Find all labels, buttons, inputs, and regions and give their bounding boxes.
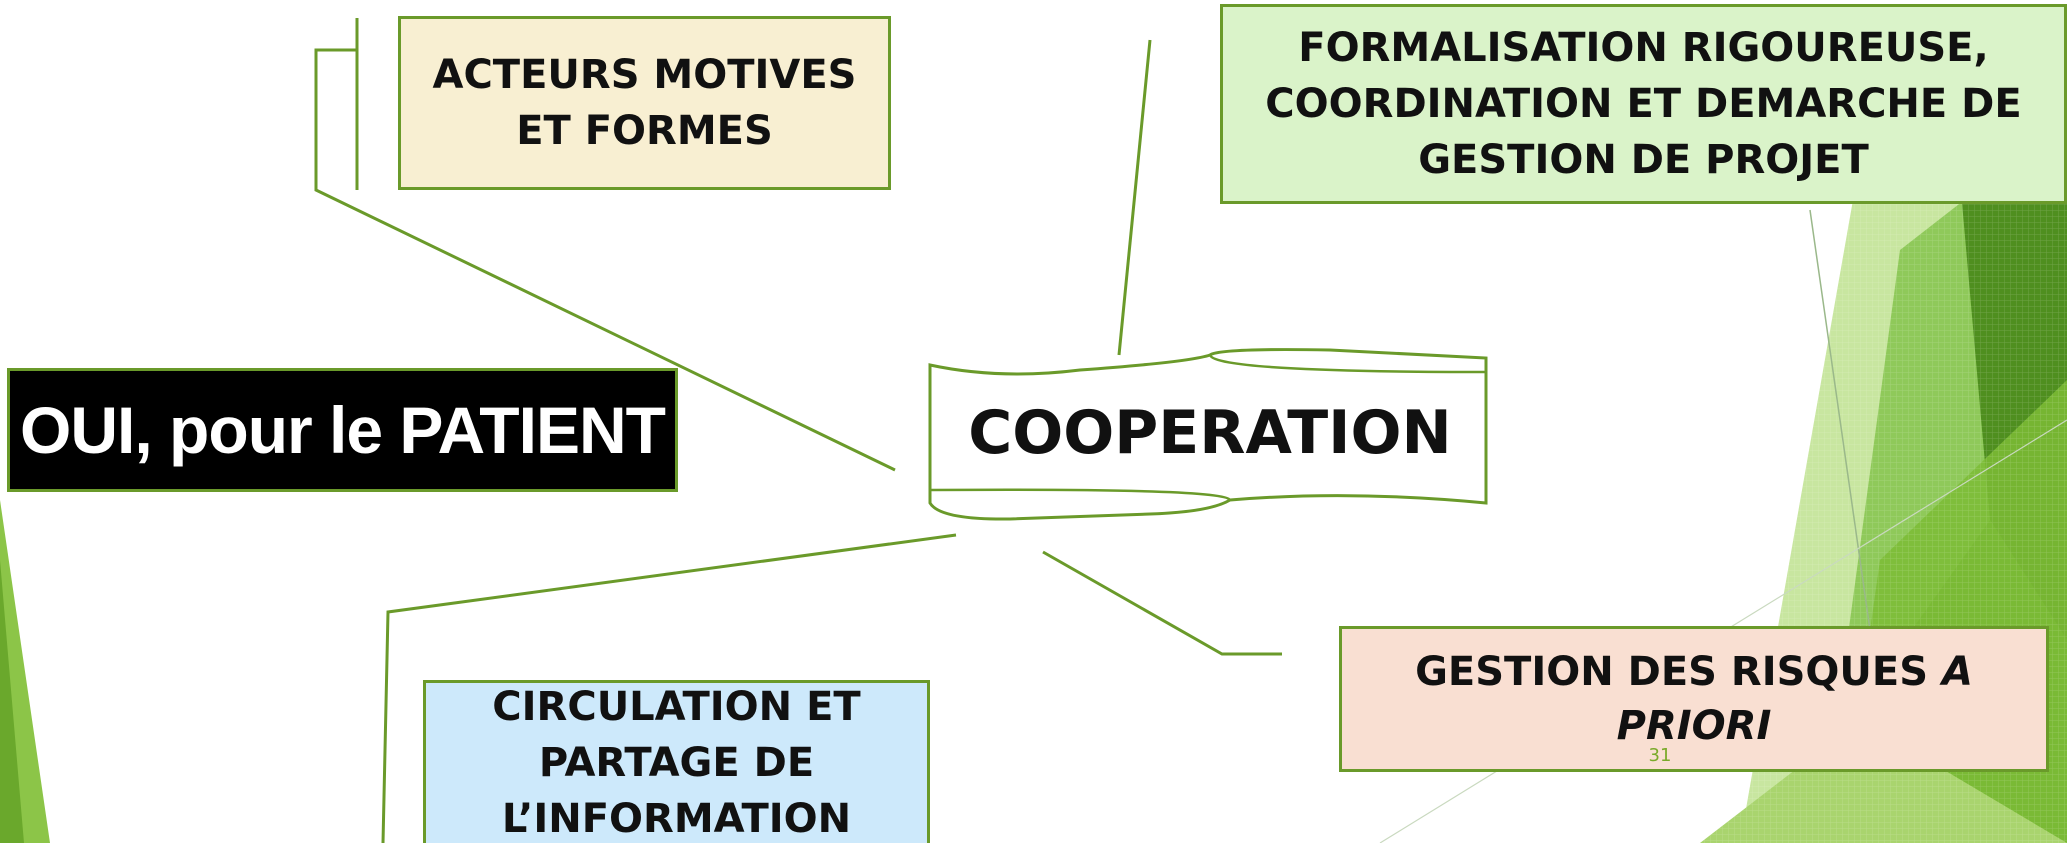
center-label: COOPERATION: [968, 398, 1452, 468]
branch-circulation-line2: PARTAGE DE: [538, 740, 815, 786]
branch-formalisation-line3: GESTION DE PROJET: [1418, 137, 1869, 183]
branch-circulation-line3: L’INFORMATION: [501, 796, 852, 842]
branch-box-risques: GESTION DES RISQUES A PRIORI: [1339, 626, 2049, 772]
connector-formalisation: [1117, 39, 1152, 356]
cooperation-shape-fold: [929, 354, 1487, 501]
branch-risques-text: GESTION DES RISQUES: [1415, 649, 1942, 695]
branch-acteurs-line1: ACTEURS MOTIVES: [432, 52, 857, 98]
connector-risques: [1042, 550, 1282, 656]
connector-acteurs: [314, 18, 896, 472]
branch-box-formalisation: FORMALISATION RIGOUREUSE, COORDINATION E…: [1220, 4, 2067, 204]
branch-circulation-line1: CIRCULATION ET: [492, 684, 861, 730]
left-green-facets: [0, 500, 50, 843]
branch-risques-em2: PRIORI: [1616, 703, 1772, 749]
branch-box-circulation: CIRCULATION ET PARTAGE DE L’INFORMATION: [423, 680, 930, 843]
cooperation-shape: [928, 348, 1488, 521]
branch-box-acteurs: ACTEURS MOTIVES ET FORMES: [398, 16, 891, 190]
page-number: 31: [1648, 745, 1672, 766]
slide-title: OUI, pour le PATIENT: [7, 368, 678, 492]
branch-formalisation-line2: COORDINATION ET DEMARCHE DE: [1265, 81, 2022, 127]
connector-circulation: [381, 533, 957, 843]
branch-formalisation-line1: FORMALISATION RIGOUREUSE,: [1298, 25, 1989, 71]
branch-risques-em1: A: [1941, 649, 1973, 695]
branch-risques-line1: GESTION DES RISQUES A: [1415, 645, 1973, 699]
branch-acteurs-line2: ET FORMES: [516, 108, 773, 154]
